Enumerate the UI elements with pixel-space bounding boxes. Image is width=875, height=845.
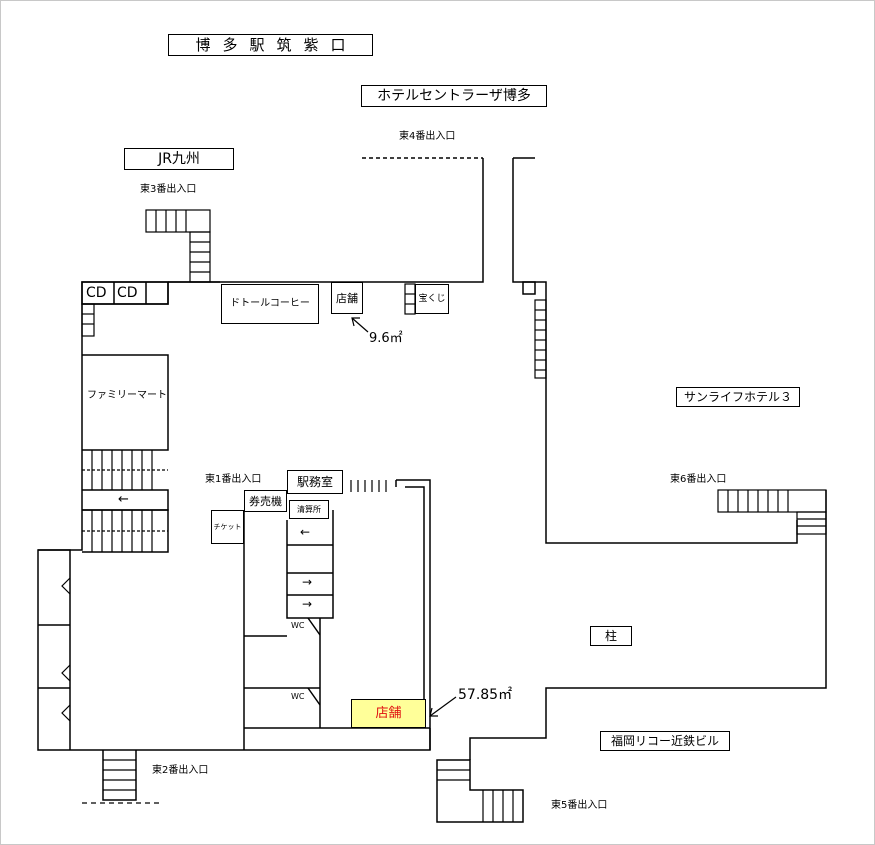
page-title: 博多駅筑紫口: [168, 34, 373, 56]
label-cd-1: CD: [86, 285, 107, 301]
store-takarakuji: 宝くじ: [415, 284, 449, 314]
ticket-machine: 券売機: [244, 490, 287, 512]
exit-east2: 東2番出入口: [152, 765, 209, 776]
label-cd-2: CD: [117, 285, 138, 301]
label-fukuoka-ricoh: 福岡リコー近鉄ビル: [600, 731, 730, 751]
area-pointer-bottom: [429, 696, 457, 717]
label-sunlife-hotel: サンライフホテル３: [676, 387, 800, 407]
wc-label-2: WC: [291, 692, 305, 701]
arrow-left-icon: ←: [118, 492, 129, 507]
exit-east6: 東6番出入口: [670, 474, 727, 485]
fare-adjustment-office: 清算所: [289, 500, 329, 519]
area-shop-top: 9.6㎡: [369, 331, 403, 346]
area-shop-highlight: 57.85㎡: [458, 687, 513, 703]
area-pointer-top: [351, 317, 369, 333]
exit-east3: 東3番出入口: [140, 184, 197, 195]
arrow-left-icon: ←: [300, 525, 311, 539]
exit-east5: 東5番出入口: [551, 800, 608, 811]
wc-label-1: WC: [291, 621, 305, 630]
ticket-counter: チケット: [211, 510, 244, 544]
exit-east1: 東1番出入口: [205, 474, 262, 485]
highlight-shop: 店舗: [351, 699, 426, 728]
exit-east4: 東4番出入口: [399, 131, 456, 142]
arrow-right-icon: →: [302, 575, 313, 589]
label-hotel-sentrasa: ホテルセントラーザ博多: [361, 85, 547, 107]
right-corridor-wall: [512, 157, 798, 544]
store-shop-top: 店舗: [331, 282, 363, 314]
east6-corridor: [469, 490, 827, 760]
store-familymart: ファミリーマート: [87, 390, 167, 401]
station-office: 駅務室: [287, 470, 343, 494]
pillar: 柱: [590, 626, 632, 646]
arrow-right-icon: →: [302, 597, 313, 611]
label-jr-kyushu: JR九州: [124, 148, 234, 170]
store-doutor: ドトールコーヒー: [221, 284, 319, 324]
